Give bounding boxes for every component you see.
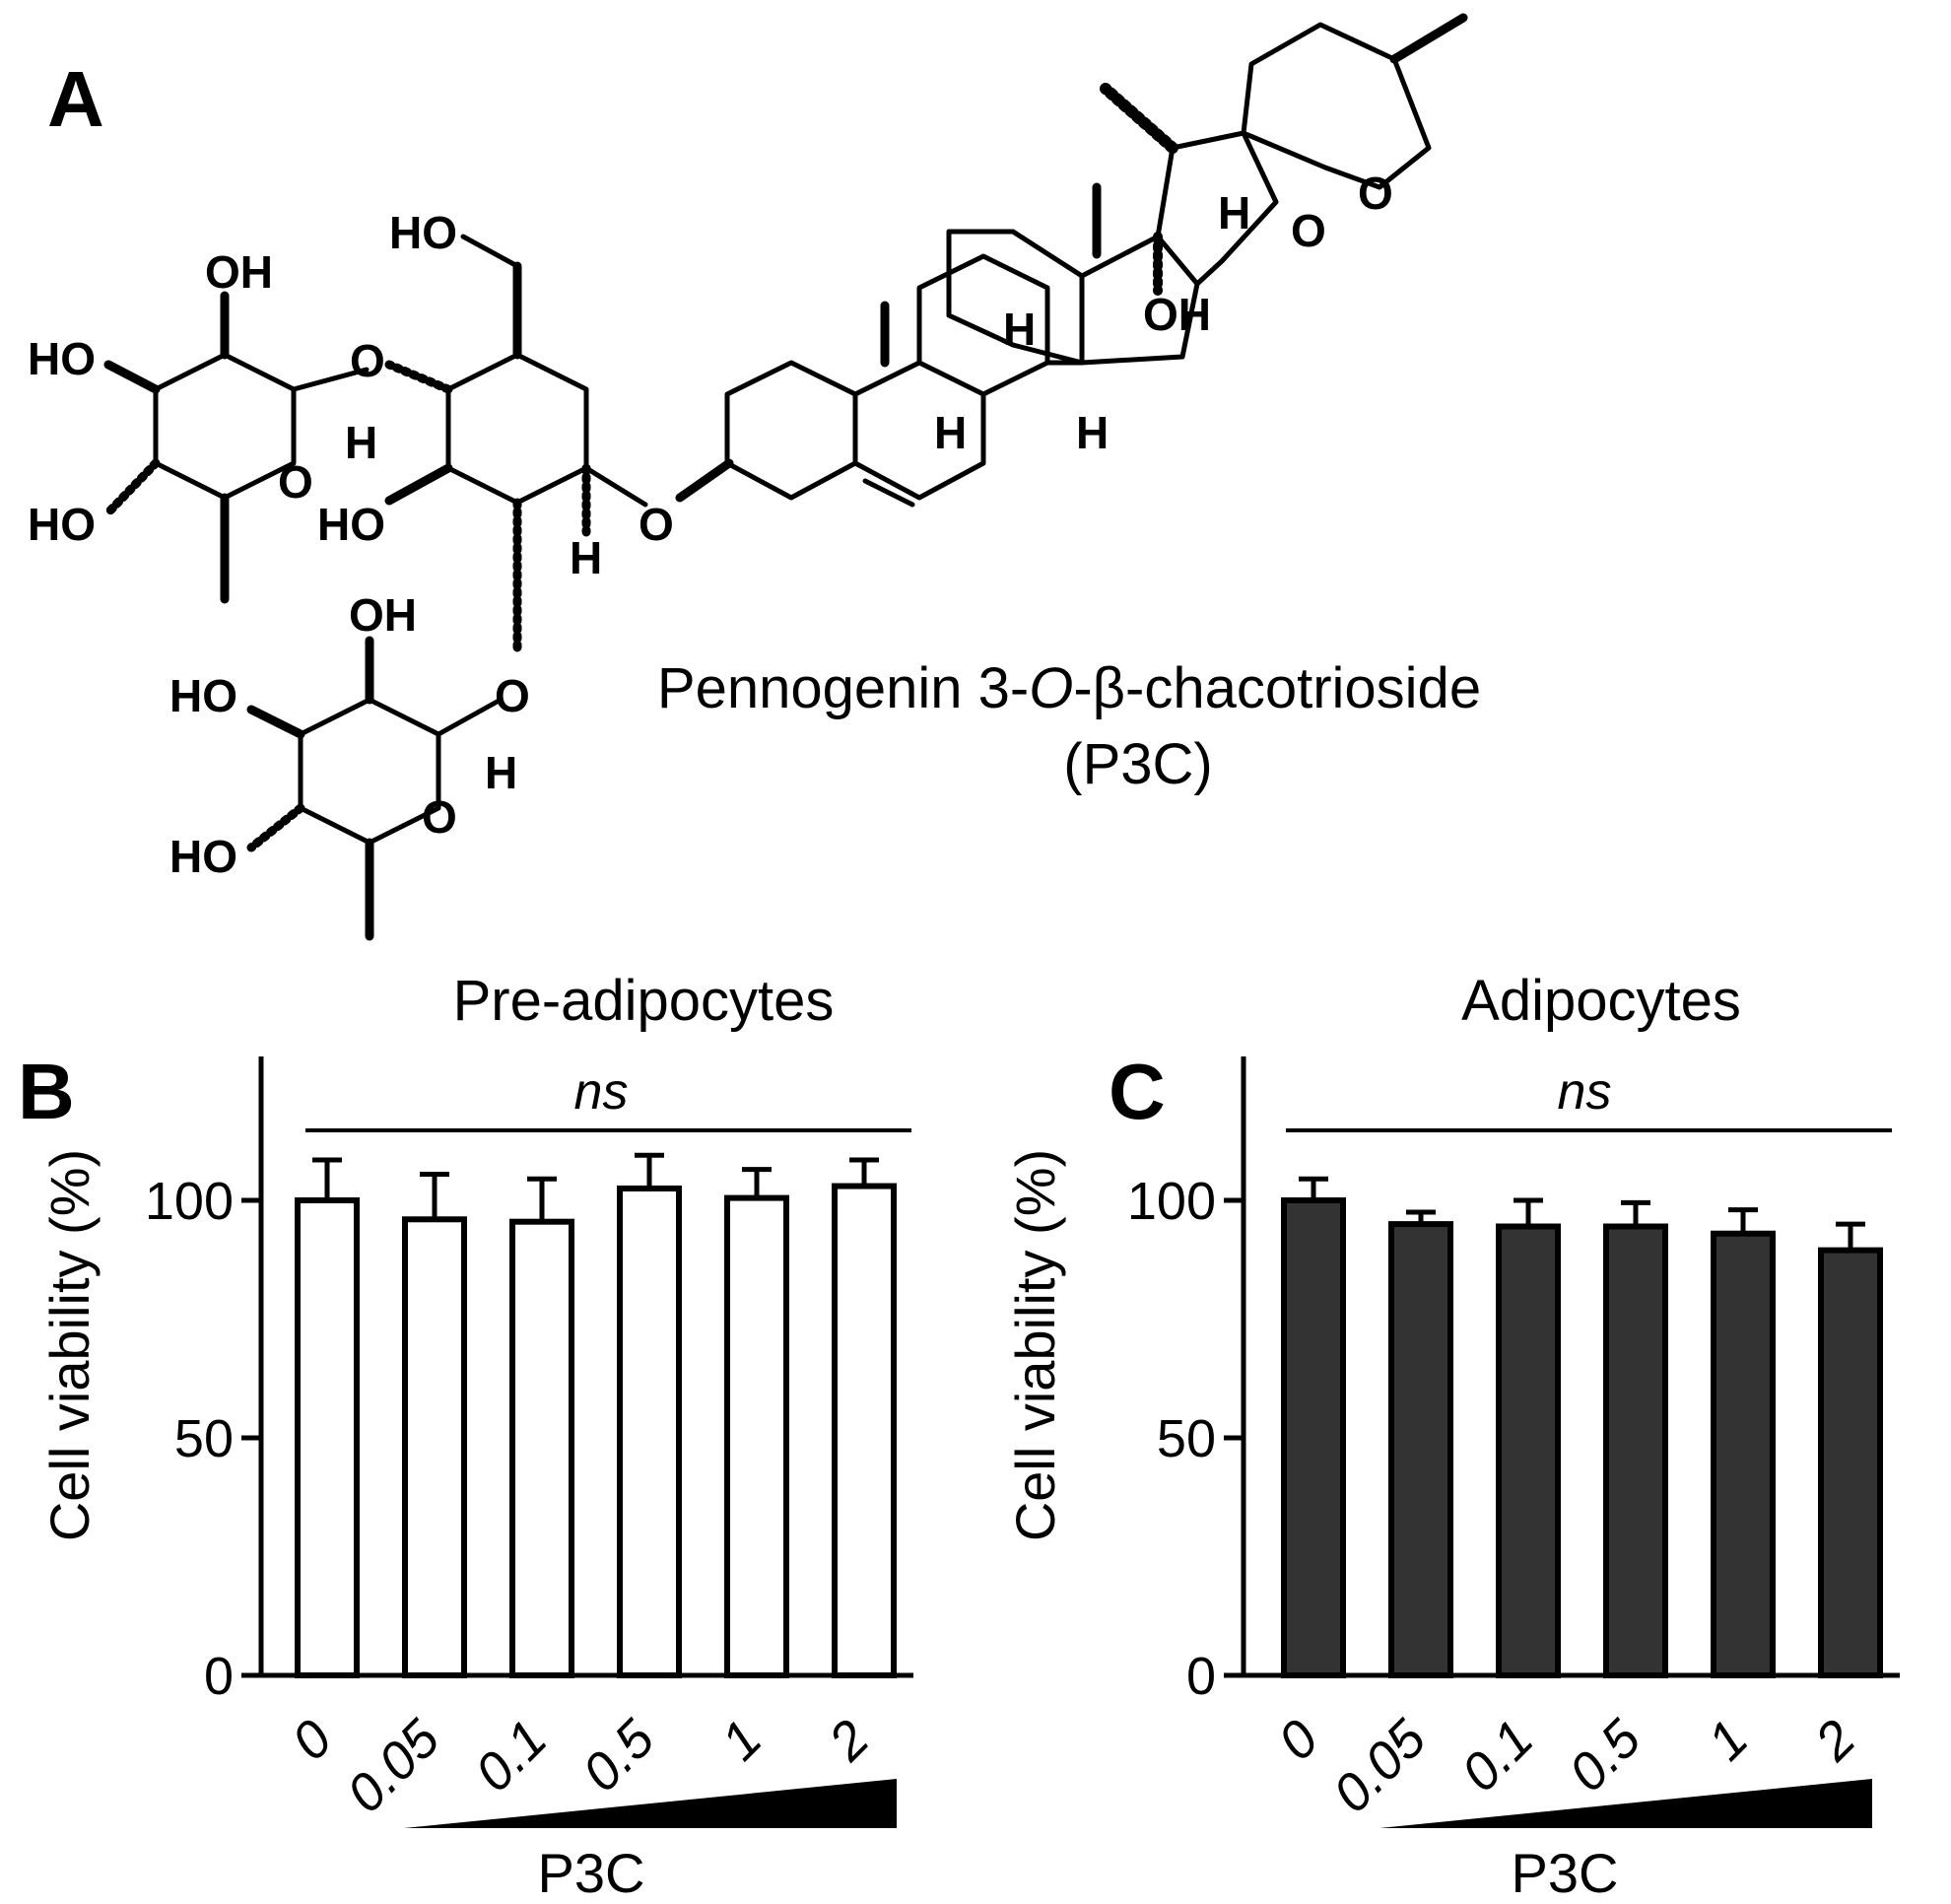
atom-label: H: [1218, 187, 1250, 238]
y-tick-label: 100: [1127, 1172, 1216, 1231]
lower-anomer: [436, 697, 504, 737]
chart-title: Pre-adipocytes: [453, 969, 835, 1033]
ch2oh-bond: [460, 234, 520, 269]
atom-label: O: [422, 791, 457, 843]
concentration-wedge: [1379, 1779, 1872, 1828]
atom-label: HO: [317, 499, 385, 550]
atom-label: O: [1358, 168, 1393, 219]
atom-label: O: [495, 670, 530, 721]
y-tick-label: 50: [1157, 1409, 1216, 1468]
significance-label: ns: [1558, 1063, 1612, 1121]
x-tick-label: 0.5: [572, 1708, 666, 1802]
y-tick-label: 0: [204, 1647, 234, 1706]
ring-f-bonds: [1241, 22, 1432, 190]
atom-label: O: [350, 335, 385, 386]
methyl-f: [1389, 13, 1468, 64]
panel-a-structure: [103, 13, 1468, 941]
ring-a-bonds: [724, 360, 858, 501]
double-bond: [862, 478, 915, 508]
atom-label: OH: [349, 589, 417, 641]
bar: [1496, 1223, 1561, 1678]
atom-label: H: [485, 747, 517, 798]
x-tick-label: 1: [1697, 1709, 1760, 1772]
x-tick-label: 1: [710, 1709, 774, 1772]
atom-label: O: [639, 499, 674, 550]
x-tick-label: 2: [1803, 1709, 1866, 1772]
lower-ho-bot: [246, 803, 305, 852]
bond-c14: [1010, 342, 1085, 366]
x-axis-label: P3C: [1512, 1842, 1619, 1904]
bar: [832, 1183, 897, 1679]
x-axis-label: P3C: [538, 1842, 645, 1904]
left-anomer: [291, 367, 370, 392]
ring-b-bonds: [852, 360, 986, 501]
y-axis-label: Cell viability (%): [38, 1149, 101, 1541]
o-left-bond: [384, 360, 453, 394]
methyl-e: [1100, 83, 1178, 154]
panel-a-labels: A HO OH HO O H O HO HO H O OH HO O H O H…: [28, 55, 1393, 882]
atom-label: O: [278, 456, 313, 508]
atom-label: HO: [28, 333, 96, 384]
x-tick-label: 0.5: [1558, 1708, 1652, 1802]
o-link-bond: [583, 465, 648, 508]
x-tick-label: 0.1: [464, 1709, 559, 1803]
atom-label: O: [1291, 205, 1326, 256]
concentration-wedge: [404, 1779, 897, 1828]
significance-label: ns: [574, 1063, 629, 1121]
atom-label: H: [1076, 407, 1109, 458]
left-ho-mid: [103, 360, 161, 394]
atom-label: OH: [1143, 289, 1211, 340]
y-tick-label: 50: [174, 1409, 234, 1468]
aglycone-o-bond: [675, 458, 734, 503]
bar: [295, 1197, 360, 1678]
bar: [1281, 1197, 1346, 1678]
x-tick-label: 0.1: [1450, 1709, 1545, 1803]
compound-name: Pennogenin 3-O-β-chacotrioside: [657, 656, 1481, 720]
bar: [1818, 1247, 1883, 1678]
atom-label: HO: [28, 499, 96, 550]
atom-label: H: [570, 532, 602, 583]
panel-a-letter: A: [47, 55, 104, 143]
atom-label: H: [934, 407, 967, 458]
oh-left-bond: [384, 463, 453, 506]
x-tick-label: 0: [1267, 1709, 1330, 1772]
x-tick-label: 0.05: [336, 1708, 451, 1823]
left-ho-bot: [103, 458, 161, 517]
bar: [724, 1194, 789, 1678]
ring-c-left: [946, 229, 1016, 348]
compound-abbreviation: (P3C): [1063, 732, 1212, 796]
atom-label: HO: [389, 207, 457, 258]
chart-title: Adipocytes: [1461, 969, 1741, 1033]
x-tick-label: 0.05: [1322, 1708, 1438, 1823]
y-tick-label: 100: [145, 1172, 234, 1231]
panel-letter: B: [18, 1048, 75, 1135]
y-axis-label: Cell viability (%): [1004, 1149, 1066, 1541]
atom-label: H: [345, 417, 377, 468]
bar: [402, 1216, 467, 1679]
bar: [1603, 1223, 1668, 1678]
sugar-lower-ring: [298, 697, 441, 846]
sugar-center-ring: [445, 352, 589, 506]
x-tick-label: 2: [817, 1709, 880, 1772]
ring-e-bonds: [1155, 130, 1279, 287]
atom-label: OH: [205, 246, 273, 298]
sugar-left-ring: [153, 352, 297, 501]
bar: [1388, 1221, 1453, 1678]
ring-c-bonds: [916, 253, 1050, 397]
x-tick-label: 0: [281, 1709, 344, 1772]
bar: [617, 1185, 682, 1678]
atom-label: HO: [169, 831, 237, 882]
lower-ho-mid: [246, 705, 305, 739]
bar: [509, 1218, 574, 1678]
panel-letter: C: [1109, 1048, 1166, 1135]
atom-label: HO: [169, 670, 237, 721]
bar: [1711, 1230, 1776, 1678]
y-tick-label: 0: [1186, 1647, 1216, 1706]
atom-label: H: [1003, 304, 1036, 355]
